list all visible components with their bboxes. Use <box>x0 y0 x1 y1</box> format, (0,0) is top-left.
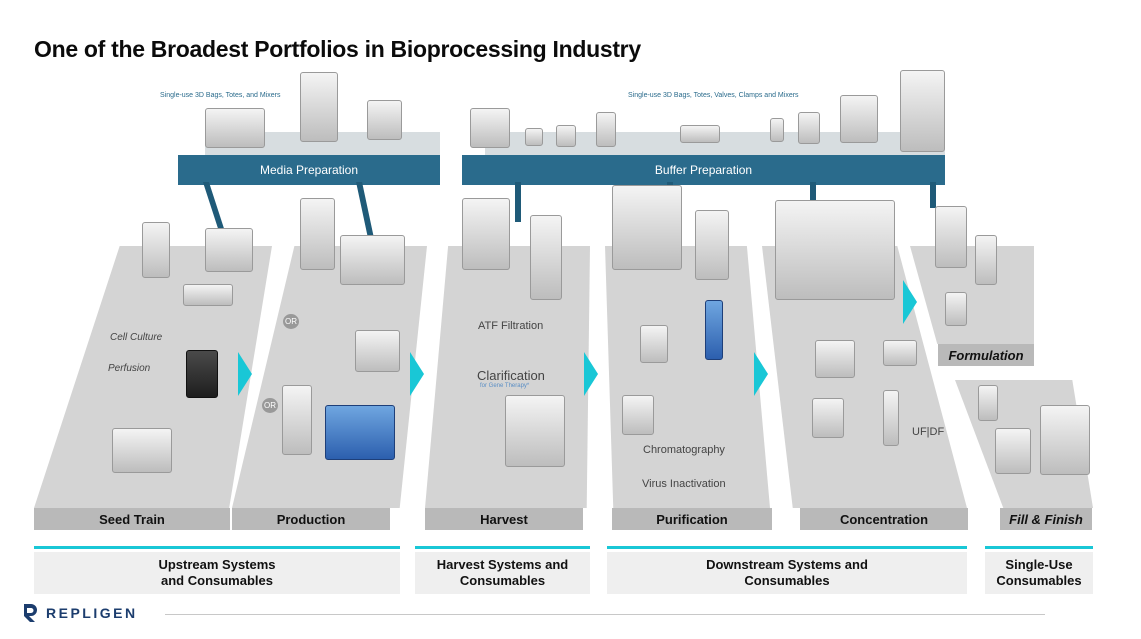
seed-train-stage: Seed Train <box>34 508 230 530</box>
production-vessel <box>282 385 312 455</box>
flow-arrow-icon <box>410 352 424 396</box>
purification-chromatography-system <box>612 185 682 270</box>
seed-rocker <box>205 228 253 272</box>
production-atf-system <box>325 405 395 460</box>
downstream-bracket <box>607 546 967 549</box>
uf-df-label: UF|DF <box>912 426 945 438</box>
seed-bioreactor <box>142 222 170 278</box>
purification-resin-bottle <box>640 325 668 363</box>
harvest-clarification-system <box>505 395 565 467</box>
production-stage: Production <box>232 508 390 530</box>
chromatography-label: Chromatography <box>643 444 725 456</box>
fill-finish-bags <box>995 428 1031 474</box>
formulation-bag <box>975 235 997 285</box>
buffer-clamp <box>556 125 576 147</box>
buffer-preparation-label: Buffer Preparation <box>654 163 753 177</box>
formulation-mixer <box>935 206 967 268</box>
or-label: OR <box>262 398 278 413</box>
cell-culture-label: Cell Culture <box>110 332 163 343</box>
buffer-shelf-note: Single-use 3D Bags, Totes, Valves, Clamp… <box>628 92 799 99</box>
atf-filtration-label: ATF Filtration <box>478 320 544 332</box>
purification-label: Purification <box>656 511 728 527</box>
flow-arrow-icon <box>584 352 598 396</box>
seed-analyzer <box>186 350 218 398</box>
support-post <box>810 182 816 212</box>
concentration-tff-system <box>775 200 895 300</box>
support-post <box>930 182 936 208</box>
repligen-logo-icon <box>24 604 37 622</box>
production-bioreactor <box>300 198 335 270</box>
media-mixer-small <box>367 100 402 140</box>
concentration-instrument <box>815 340 855 378</box>
fill-finish-stage: Fill & Finish <box>1000 508 1092 530</box>
harvest-label: Harvest <box>480 511 528 527</box>
downstream-category: Downstream Systems and Consumables <box>607 552 967 594</box>
seed-bags <box>183 284 233 306</box>
formulation-panel <box>910 246 1034 344</box>
single-use-bracket <box>985 546 1093 549</box>
seed-train-label: Seed Train <box>99 511 165 527</box>
purification-column <box>695 210 729 280</box>
buffer-connector <box>680 125 720 143</box>
harvest-atf-device <box>530 215 562 300</box>
upstream-category: Upstream Systems and Consumables <box>34 552 400 594</box>
purification-stage: Purification <box>612 508 772 530</box>
repligen-logo-text: REPLIGEN <box>46 605 138 621</box>
media-preparation-label: Media Preparation <box>259 163 359 177</box>
buffer-fitting <box>770 118 784 142</box>
harvest-bracket <box>415 546 590 549</box>
clarification-sub-label: for Gene Therapy* <box>480 383 530 389</box>
production-analyzer <box>355 330 400 372</box>
perfusion-label: Perfusion <box>108 363 151 374</box>
buffer-bottle <box>596 112 616 147</box>
downstream-category-label: Downstream Systems and Consumables <box>706 557 868 588</box>
media-mixer <box>300 72 338 142</box>
clarification-label: Clarification <box>477 368 545 383</box>
formulation-label: Formulation <box>948 347 1024 363</box>
flow-arrow-icon <box>238 352 252 396</box>
seed-atf-system <box>112 428 172 473</box>
harvest-category: Harvest Systems and Consumables <box>415 552 590 594</box>
purification-panel <box>605 246 770 508</box>
virus-inactivation-label: Virus Inactivation <box>642 478 726 490</box>
formulation-stage: Formulation <box>938 344 1034 366</box>
footer-divider <box>165 614 1045 615</box>
media-bag-tote <box>205 108 265 148</box>
concentration-filter <box>883 390 899 446</box>
formulation-detector <box>945 292 967 326</box>
flow-arrow-icon <box>754 352 768 396</box>
harvest-atf-system <box>462 198 510 270</box>
purification-resin-column <box>705 300 723 360</box>
support-post <box>515 182 521 222</box>
media-preparation-shelf: Media Preparation <box>178 155 440 185</box>
concentration-stage: Concentration <box>800 508 968 530</box>
buffer-filter <box>798 112 820 144</box>
repligen-logo: REPLIGEN <box>22 603 138 623</box>
flow-arrow-icon <box>903 280 917 324</box>
page-title: One of the Broadest Portfolios in Biopro… <box>34 36 641 62</box>
concentration-monitor <box>883 340 917 366</box>
concentration-detector <box>812 398 844 438</box>
support-post <box>356 182 374 238</box>
media-shelf-note: Single-use 3D Bags, Totes, and Mixers <box>160 92 281 99</box>
purification-detector <box>622 395 654 435</box>
harvest-stage: Harvest <box>425 508 583 530</box>
buffer-preparation-shelf: Buffer Preparation <box>462 155 945 185</box>
production-system <box>340 235 405 285</box>
concentration-label: Concentration <box>839 511 929 527</box>
harvest-category-label: Harvest Systems and Consumables <box>436 557 569 588</box>
or-label: OR <box>283 314 299 329</box>
single-use-category: Single-Use Consumables <box>985 552 1093 594</box>
buffer-mixer-tank <box>900 70 945 152</box>
fill-finish-label: Fill & Finish <box>1009 511 1083 527</box>
upstream-bracket <box>34 546 400 549</box>
buffer-valve <box>525 128 543 146</box>
buffer-mixer-cart <box>840 95 878 143</box>
upstream-category-label: Upstream Systems and Consumables <box>158 557 276 588</box>
buffer-tote <box>470 108 510 148</box>
fill-finish-detector <box>978 385 998 421</box>
production-label: Production <box>276 511 346 527</box>
fill-finish-station <box>1040 405 1090 475</box>
single-use-category-label: Single-Use Consumables <box>996 557 1082 588</box>
